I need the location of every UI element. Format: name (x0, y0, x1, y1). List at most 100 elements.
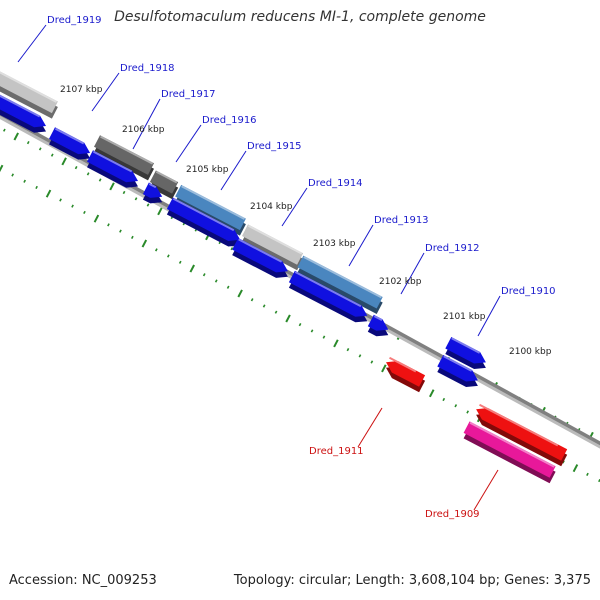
inner-tick-19 (226, 285, 230, 289)
gene-forward-6 (232, 238, 288, 278)
gene-forward-1 (0, 94, 46, 133)
feature-light-gray-1-face (0, 71, 58, 114)
inner-tick-0 (0, 164, 4, 173)
inner-tick-24 (285, 314, 291, 323)
gene-forward-10 (437, 355, 478, 387)
leader-dred_1914 (281, 187, 308, 227)
outer-tick-13 (122, 190, 126, 195)
gene-forward-8-face (367, 314, 389, 331)
map-title: Desulfotomaculum reducens MI-1, complete… (114, 9, 486, 25)
feature-light-gray-2 (242, 224, 304, 271)
inner-tick-2 (23, 179, 27, 183)
inner-tick-39 (466, 410, 470, 414)
inner-tick-28 (333, 339, 339, 348)
inner-tick-15 (178, 260, 182, 264)
outer-tick-12 (109, 182, 115, 191)
feature-dark-gray-2-face (149, 170, 179, 194)
inner-tick-6 (71, 204, 74, 208)
inner-tick-17 (202, 273, 206, 277)
gene-label-dred-1913: Dred_1913 (374, 215, 429, 226)
outer-tick-15 (146, 203, 150, 207)
inner-tick-37 (442, 397, 446, 402)
inner-tick-32 (381, 364, 387, 373)
inner-tick-5 (59, 198, 62, 202)
feature-steel-blue-2-face (297, 255, 383, 309)
gene-forward-6-face (232, 238, 288, 273)
inner-tick-3 (35, 185, 38, 190)
gene-forward-9-face (445, 337, 486, 364)
gene-forward-9 (445, 337, 486, 369)
outer-tick-3 (2, 128, 6, 132)
inner-tick-16 (189, 264, 195, 273)
inner-tick-25 (298, 323, 302, 327)
gene-forward-3-face (87, 150, 138, 183)
gene-label-dred-1911: Dred_1911 (309, 446, 364, 457)
inner-tick-11 (130, 235, 134, 239)
feature-steel-blue-1 (175, 184, 246, 236)
topology-text: Topology: circular; Length: 3,608,104 bp… (233, 573, 591, 588)
inner-tick-21 (250, 298, 254, 302)
gene-label-dred-1914: Dred_1914 (308, 178, 363, 189)
gene-forward-4 (142, 182, 163, 204)
inner-tick-13 (154, 248, 158, 252)
outer-tick-22 (230, 247, 234, 251)
label-leaders (17, 24, 501, 511)
gene-reverse-1-face (386, 361, 426, 387)
leader-dred_1917 (132, 98, 161, 150)
outer-tick-4 (13, 132, 19, 141)
scale-label-2102: 2102 kbp (379, 277, 422, 287)
inner-tick-20 (237, 289, 243, 298)
feature-light-gray-2-highlight (247, 224, 303, 255)
gene-reverse-1 (386, 356, 426, 393)
feature-light-gray-1-highlight (0, 71, 57, 103)
gene-forward-2-highlight (54, 127, 85, 145)
inner-tick-18 (214, 279, 218, 283)
gene-forward-5 (166, 197, 241, 247)
outer-tick-9 (74, 166, 78, 170)
inner-tick-9 (107, 223, 110, 227)
gene-forward-1-highlight (0, 94, 41, 118)
gene-label-dred-1910: Dred_1910 (501, 286, 556, 297)
leader-dred_1918 (91, 72, 120, 112)
outer-tick-5 (26, 141, 30, 145)
feature-light-gray-2-face (242, 224, 304, 265)
outer-tick-11 (98, 178, 102, 182)
gene-forward-7-highlight (294, 271, 362, 308)
gene-forward-7 (288, 270, 368, 323)
gene-label-dred-1918: Dred_1918 (120, 63, 175, 74)
scale-label-2106: 2106 kbp (122, 125, 165, 135)
gene-reverse-2-face (476, 408, 568, 461)
accession-text: Accession: NC_009253 (9, 573, 157, 588)
inner-tick-26 (310, 329, 314, 333)
outer-tick-16 (157, 207, 163, 216)
scale-label-2107: 2107 kbp (60, 85, 103, 95)
inner-tick-30 (358, 354, 362, 358)
inner-tick-49 (586, 472, 589, 476)
outer-tick-8 (61, 157, 67, 166)
feature-steel-blue-2-highlight (303, 256, 382, 299)
leader-dred_1916 (175, 124, 202, 163)
gene-forward-7-face (288, 270, 368, 317)
gene-forward-2-face (49, 127, 91, 155)
gene-forward-5-face (166, 197, 241, 241)
gene-forward-4-highlight (148, 183, 157, 189)
inner-tick-48 (572, 464, 579, 473)
gene-reverse-pink-1-highlight (469, 421, 555, 468)
inner-tick-38 (454, 404, 458, 408)
feature-dark-gray-2-highlight (155, 170, 178, 184)
scale-label-2104: 2104 kbp (250, 202, 293, 212)
feature-dark-gray-1 (94, 135, 154, 181)
feature-steel-blue-2 (297, 255, 383, 314)
inner-tick-22 (262, 304, 266, 308)
inner-tick-31 (370, 360, 374, 364)
gene-forward-2 (49, 127, 91, 160)
feature-track (0, 71, 568, 484)
leader-dred_1915 (220, 150, 247, 191)
scale-label-2103: 2103 kbp (313, 239, 356, 249)
gene-forward-6-highlight (238, 238, 283, 263)
gene-reverse-2 (476, 403, 568, 467)
inner-tick-4 (45, 189, 52, 198)
feature-dark-gray-1-highlight (100, 135, 154, 165)
gene-forward-8-highlight (373, 315, 383, 321)
gene-forward-8 (367, 314, 389, 337)
